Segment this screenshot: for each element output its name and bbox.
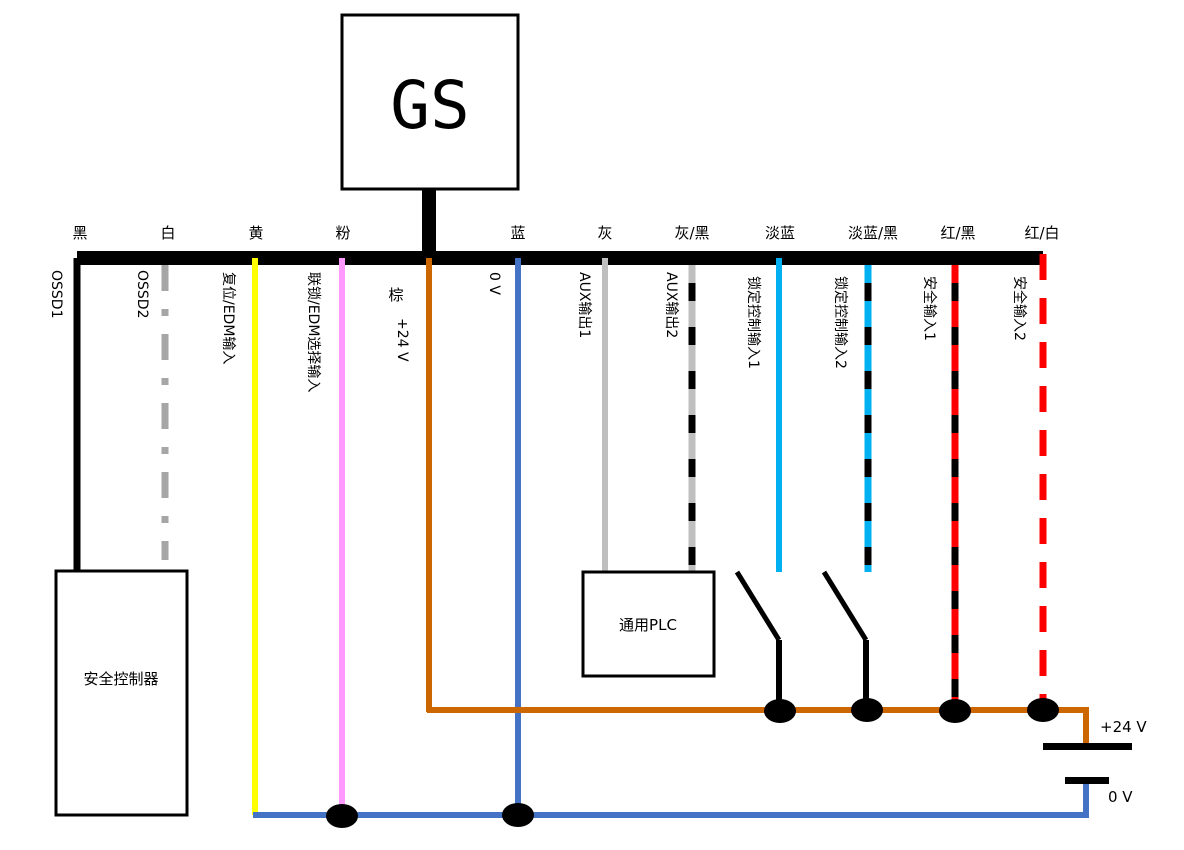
- function-label-gray: AUX输出1: [576, 272, 592, 338]
- function-label-blue: 0 V: [486, 272, 502, 295]
- function-label-yellow: 复位/EDM输入: [220, 272, 237, 364]
- battery-positive-plate: [1043, 743, 1132, 750]
- color-label-red-black: 红/黑: [940, 224, 975, 242]
- function-label-white: OSSD2: [134, 270, 150, 318]
- lock-switch-2: [821, 570, 869, 705]
- color-label-lightblue-black: 淡蓝/黑: [848, 224, 898, 242]
- safety-controller-label: 安全控制器: [83, 670, 158, 688]
- function-label-lightblue: 锁定控制输入1: [745, 276, 761, 369]
- color-label-blue: 蓝: [510, 224, 525, 242]
- color-labels: 黑 白 黄 粉棕 蓝 灰 灰/黑 淡蓝 淡蓝/黑 红/黑 红/白: [72, 224, 1059, 304]
- function-label-red-black: 安全输入1: [921, 276, 938, 341]
- color-label-white: 白: [160, 224, 175, 242]
- junction-dot: [1027, 698, 1059, 722]
- gs-device-box: [340, 13, 520, 191]
- function-label-black: OSSD1: [48, 270, 64, 318]
- color-label-yellow: 黄: [248, 224, 263, 242]
- junction-dot: [939, 699, 971, 723]
- junction-dot: [502, 803, 534, 827]
- power-negative-label: 0 V: [1108, 788, 1133, 806]
- function-label-pink: 联锁/EDM选择输入: [305, 272, 321, 392]
- color-label-lightblue: 淡蓝: [765, 224, 795, 242]
- safety-controller-box: [54, 569, 189, 817]
- function-labels: OSSD1 OSSD2 复位/EDM输入 联锁/EDM选择输入 +24 V 0 V AUX输…: [48, 270, 1028, 392]
- color-label-gray: 灰: [597, 224, 612, 242]
- junction-dot: [764, 699, 796, 723]
- color-label-pink: 粉: [335, 224, 350, 242]
- function-label-red-white: 安全输入2: [1011, 276, 1028, 341]
- color-label-brown: 棕: [388, 286, 403, 304]
- color-label-black: 黑: [72, 224, 87, 242]
- lock-switch-1: [734, 570, 782, 705]
- plc-box: [581, 570, 716, 678]
- function-label-lightblue-black: 锁定控制输入2: [832, 276, 848, 369]
- gs-cable-stem: [422, 189, 436, 253]
- plc-label: 通用PLC: [619, 616, 677, 634]
- color-label-red-white: 红/白: [1024, 224, 1059, 242]
- cable-bus: [77, 251, 1043, 265]
- junction-dot: [851, 698, 883, 722]
- color-label-gray-black: 灰/黑: [674, 224, 709, 242]
- power-positive-label: +24 V: [1100, 718, 1147, 736]
- wires: [73, 254, 1047, 815]
- junction-dot: [326, 804, 358, 828]
- function-label-gray-black: AUX输出2: [663, 272, 679, 338]
- function-label-brown: +24 V: [394, 318, 410, 362]
- battery-negative-plate: [1065, 777, 1109, 784]
- gs-device-label: GS: [390, 67, 469, 144]
